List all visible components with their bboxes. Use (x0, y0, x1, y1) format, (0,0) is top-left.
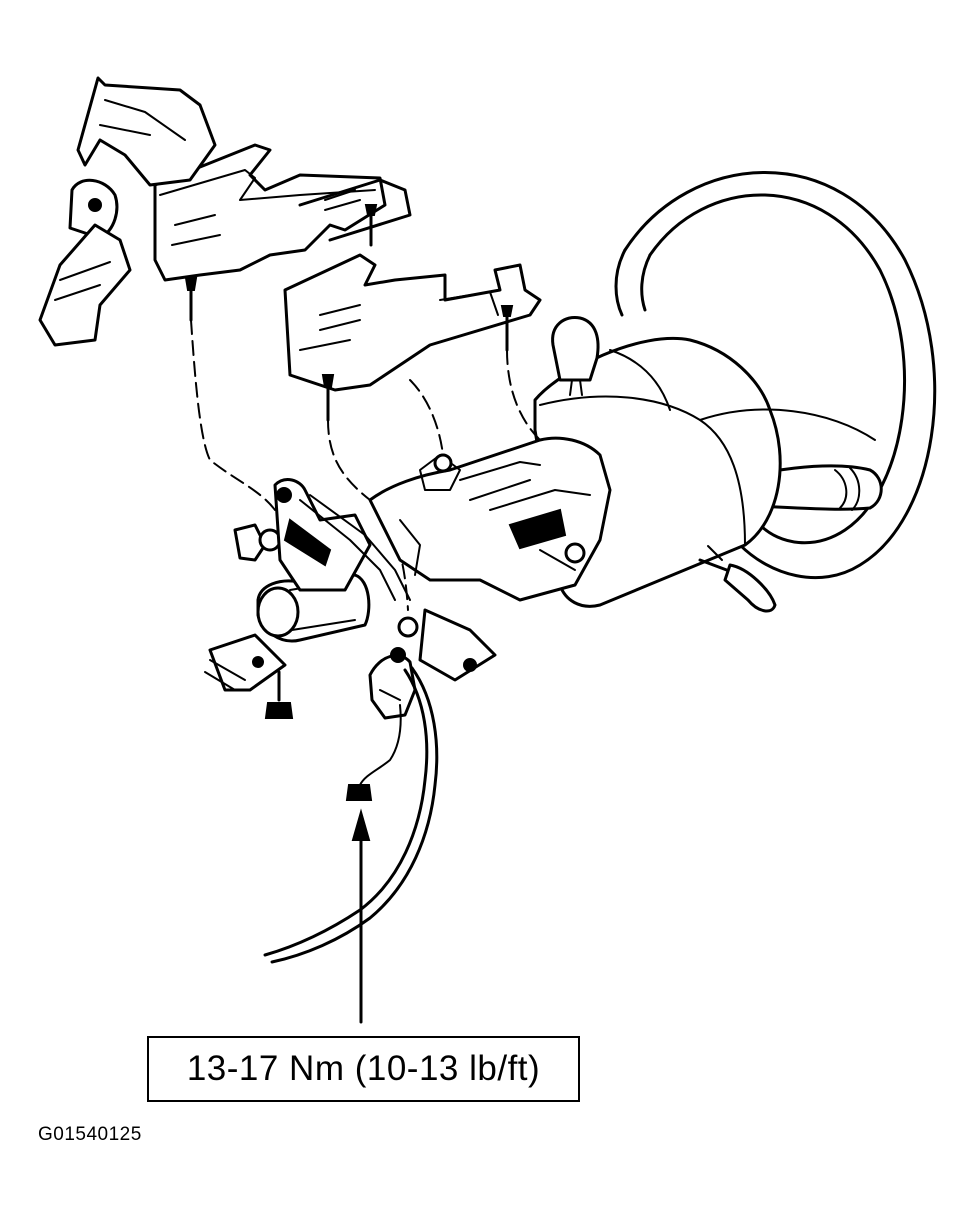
shift-cable-bracket (368, 608, 497, 720)
torque-leader-arrow (351, 808, 371, 1024)
shift-cable (263, 666, 439, 964)
figure-id: G01540125 (38, 1124, 142, 1145)
ignition-lock-cylinder (204, 478, 411, 692)
nut-ignition (264, 670, 294, 719)
column-body (368, 436, 612, 602)
torque-spec-text: 13-17 Nm (10-13 lb/ft) (186, 1049, 541, 1088)
upper-mounting-bracket (153, 143, 542, 392)
nut-cable-bracket (345, 784, 373, 801)
bracket-screws (184, 204, 514, 422)
torque-spec-callout: 13-17 Nm (10-13 lb/ft) (147, 1036, 580, 1102)
turn-signal-stalk (38, 76, 217, 347)
